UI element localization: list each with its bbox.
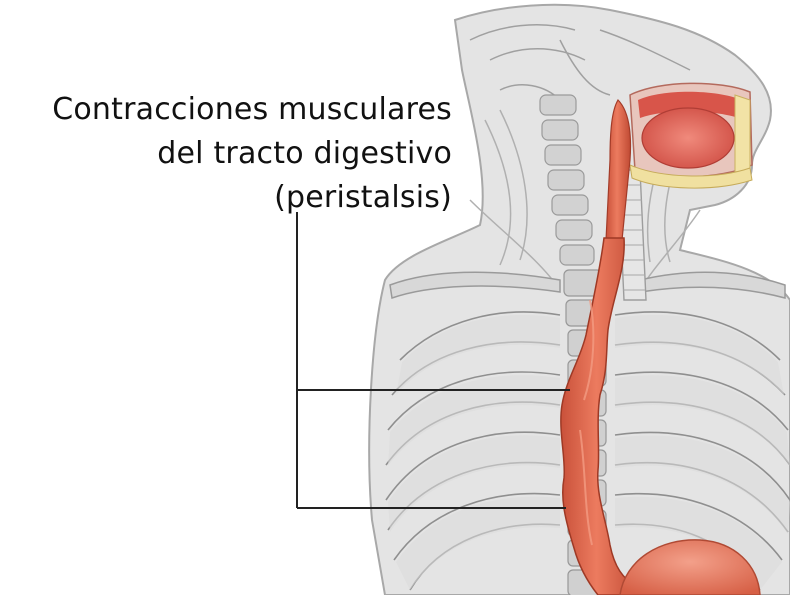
label-line-1: Contracciones musculares xyxy=(0,88,452,132)
peristalsis-label: Contracciones musculares del tracto dige… xyxy=(0,88,452,220)
oral-cavity xyxy=(630,83,752,188)
label-line-3: (peristalsis) xyxy=(0,176,452,220)
label-line-2: del tracto digestivo xyxy=(0,132,452,176)
tongue xyxy=(642,108,734,168)
